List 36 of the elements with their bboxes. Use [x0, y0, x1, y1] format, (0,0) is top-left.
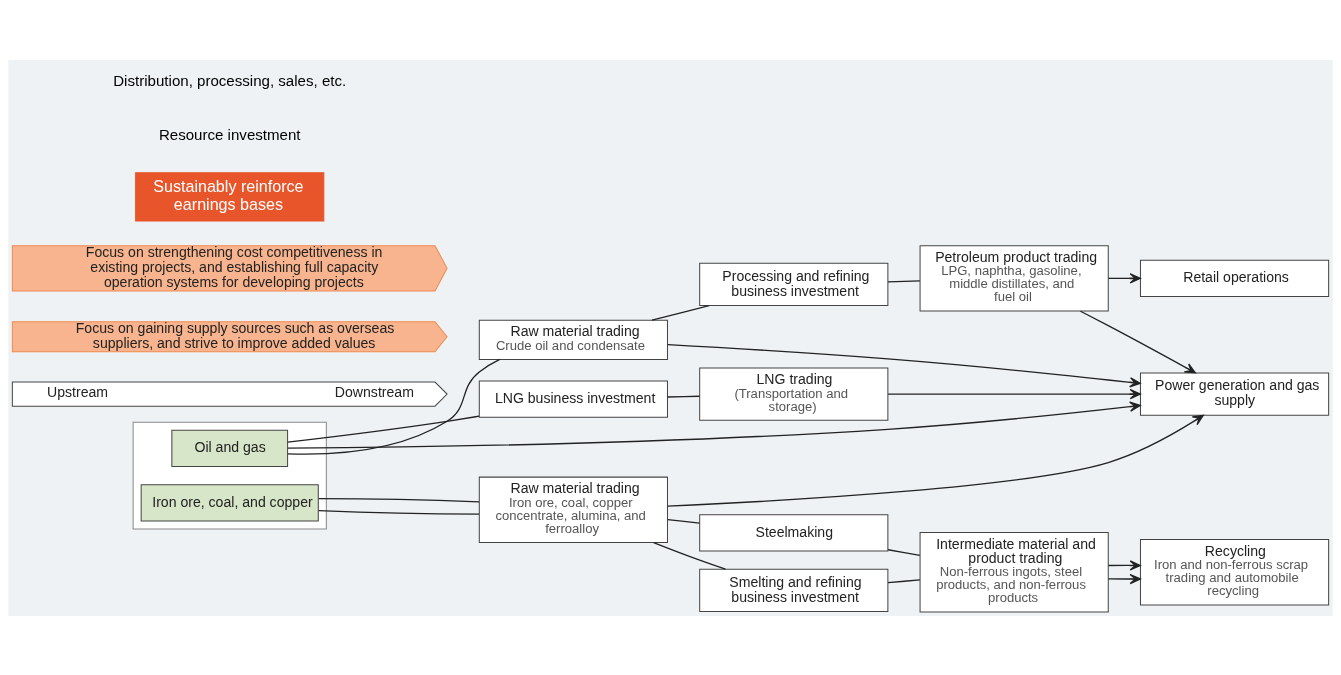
arrow: [1107, 272, 1141, 284]
label: Distribution, processing, sales, etc.: [113, 71, 347, 89]
connector: [667, 395, 701, 398]
node-box: Raw material trading Crude oil and condensate: [478, 319, 668, 360]
node-box: Intermediate material and product trading Non-ferrous ingots, steel products, and non-ferrous products: [919, 531, 1109, 612]
connector: [318, 509, 480, 515]
arrow: [887, 388, 1142, 399]
node-box: Raw material trading Iron ore, coal, copper concentrate, alumina, and ferroalloy: [478, 476, 668, 543]
connector: [887, 279, 921, 282]
arrow: [1079, 310, 1196, 373]
node-box: Recycling Iron and non-ferrous scrap trading and automobile recycling: [1139, 538, 1330, 605]
arrow: [667, 343, 1141, 387]
connector: [287, 358, 501, 455]
connector: [887, 578, 921, 583]
node-box: Steelmaking: [699, 513, 889, 552]
node-box: Oil and gas: [171, 429, 289, 467]
cluster: [132, 421, 327, 529]
node-box: Power generation and gas supply: [1139, 371, 1330, 416]
node-box: Iron ore, coal, and copper: [140, 483, 319, 521]
label: Resource investment: [158, 125, 301, 143]
connector: [651, 304, 710, 321]
node-box: LNG trading (Transportation and storage): [699, 366, 889, 421]
connector: [667, 518, 701, 524]
arrow: [666, 414, 1204, 507]
node-box: Smelting and refining business investment: [699, 568, 889, 612]
connector: [318, 497, 480, 502]
arrow: [1107, 559, 1141, 571]
connector: [887, 548, 921, 556]
node-box: Sustainably reinforce earnings bases: [135, 171, 325, 221]
node-box: LNG business investment: [478, 380, 668, 418]
arrow: [287, 400, 1141, 449]
node-box: Processing and refining business investment: [699, 262, 889, 306]
arrow: [1107, 573, 1141, 584]
connector: [287, 415, 480, 443]
node-box: Retail operations: [1139, 259, 1330, 297]
node-box: Petroleum product trading LPG, naphtha, gasoline, middle distillates, and fuel oil: [919, 244, 1109, 312]
